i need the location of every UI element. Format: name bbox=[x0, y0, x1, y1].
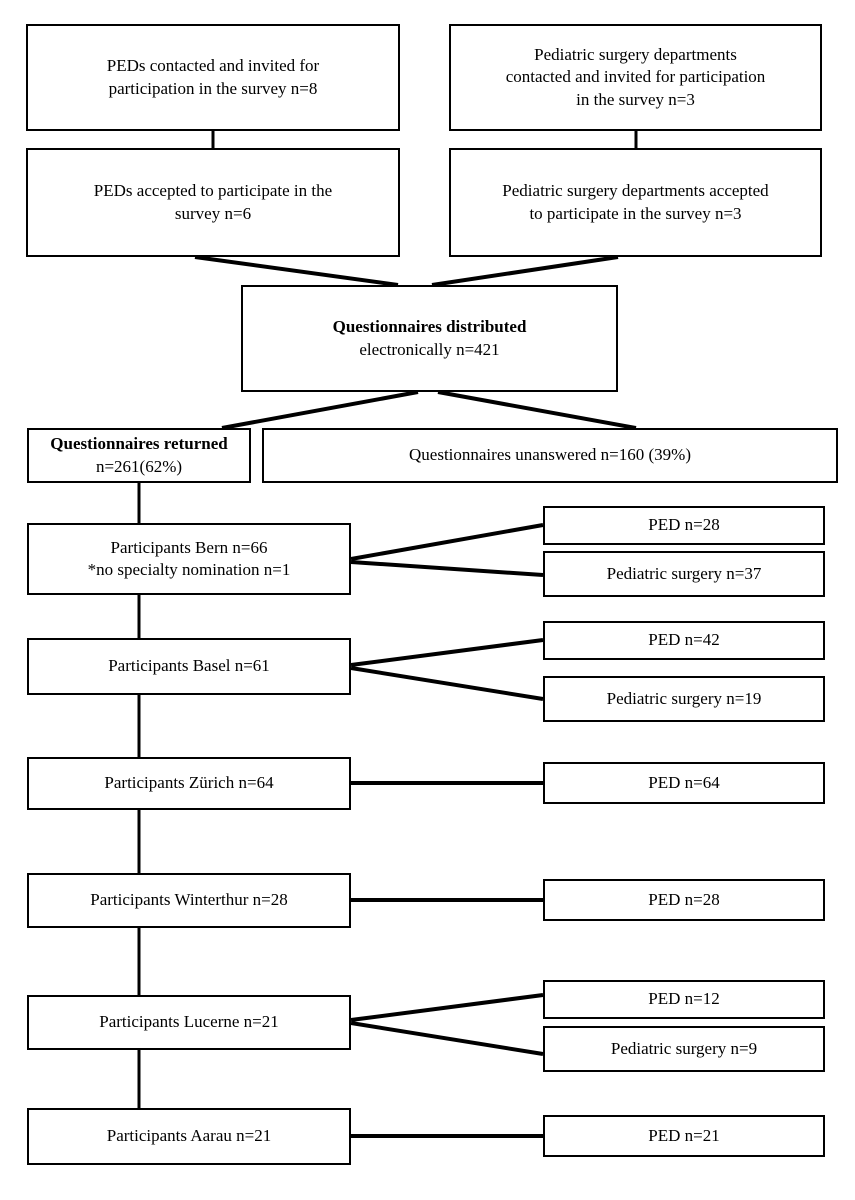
winterthur-ped-label: PED n=28 bbox=[648, 889, 720, 909]
node-ped-contacted[interactable]: PEDs contacted and invited for participa… bbox=[26, 24, 400, 131]
node-bern-surgery[interactable]: Pediatric surgery n=37 bbox=[543, 551, 825, 597]
node-surgery-contacted[interactable]: Pediatric surgery departments contacted … bbox=[449, 24, 822, 131]
distributed-subtitle: electronically n=421 bbox=[359, 339, 500, 359]
node-lucerne-ped[interactable]: PED n=12 bbox=[543, 980, 825, 1019]
node-surgery-accepted[interactable]: Pediatric surgery departments accepted t… bbox=[449, 148, 822, 257]
node-site-winterthur[interactable]: Participants Winterthur n=28 bbox=[27, 873, 351, 928]
site-winterthur-line1: Participants Winterthur n=28 bbox=[90, 890, 288, 910]
ped-contacted-line1: PEDs contacted and invited for bbox=[106, 56, 320, 76]
ped-accepted-line2: survey n=6 bbox=[174, 203, 252, 223]
node-site-basel[interactable]: Participants Basel n=61 bbox=[27, 638, 351, 695]
node-basel-ped[interactable]: PED n=42 bbox=[543, 621, 825, 660]
ped-accepted-line1: PEDs accepted to participate in the bbox=[93, 181, 333, 201]
node-basel-surgery[interactable]: Pediatric surgery n=19 bbox=[543, 676, 825, 722]
bern-ped-label: PED n=28 bbox=[648, 515, 720, 535]
node-winterthur-ped[interactable]: PED n=28 bbox=[543, 879, 825, 921]
node-site-lucerne[interactable]: Participants Lucerne n=21 bbox=[27, 995, 351, 1050]
node-questionnaires-distributed[interactable]: Questionnaires distributed electronicall… bbox=[241, 285, 618, 392]
node-aarau-ped[interactable]: PED n=21 bbox=[543, 1115, 825, 1157]
ped-contacted-line2: participation in the survey n=8 bbox=[108, 78, 318, 98]
basel-surgery-label: Pediatric surgery n=19 bbox=[606, 688, 762, 708]
node-zurich-ped[interactable]: PED n=64 bbox=[543, 762, 825, 804]
node-site-aarau[interactable]: Participants Aarau n=21 bbox=[27, 1108, 351, 1165]
lucerne-surgery-label: Pediatric surgery n=9 bbox=[610, 1038, 758, 1058]
site-zurich-line1: Participants Zürich n=64 bbox=[104, 773, 274, 793]
surgery-contacted-line2: contacted and invited for participation bbox=[505, 67, 766, 87]
surgery-contacted-line1: Pediatric surgery departments bbox=[534, 44, 737, 64]
node-ped-accepted[interactable]: PEDs accepted to participate in the surv… bbox=[26, 148, 400, 257]
aarau-ped-label: PED n=21 bbox=[648, 1125, 720, 1145]
site-bern-line1: Participants Bern n=66 bbox=[110, 537, 268, 557]
surgery-accepted-line1: Pediatric surgery departments accepted bbox=[502, 181, 769, 201]
bern-surgery-label: Pediatric surgery n=37 bbox=[606, 563, 762, 583]
lucerne-ped-label: PED n=12 bbox=[648, 989, 720, 1009]
site-bern-line2: *no specialty nomination n=1 bbox=[87, 560, 291, 579]
node-questionnaires-unanswered[interactable]: Questionnaires unanswered n=160 (39%) bbox=[262, 428, 838, 483]
distributed-title: Questionnaires distributed bbox=[332, 317, 527, 337]
surgery-contacted-line3: in the survey n=3 bbox=[576, 89, 695, 109]
site-basel-line1: Participants Basel n=61 bbox=[108, 656, 270, 676]
node-lucerne-surgery[interactable]: Pediatric surgery n=9 bbox=[543, 1026, 825, 1072]
unanswered-label: Questionnaires unanswered n=160 (39%) bbox=[409, 445, 691, 465]
node-site-bern[interactable]: Participants Bern n=66 *no specialty nom… bbox=[27, 523, 351, 595]
basel-ped-label: PED n=42 bbox=[648, 630, 720, 650]
node-questionnaires-returned[interactable]: Questionnaires returned n=261(62%) bbox=[27, 428, 251, 483]
node-site-zurich[interactable]: Participants Zürich n=64 bbox=[27, 757, 351, 810]
site-lucerne-line1: Participants Lucerne n=21 bbox=[99, 1012, 279, 1032]
zurich-ped-label: PED n=64 bbox=[648, 772, 720, 792]
node-bern-ped[interactable]: PED n=28 bbox=[543, 506, 825, 545]
returned-label: Questionnaires returned bbox=[50, 434, 228, 454]
site-aarau-line1: Participants Aarau n=21 bbox=[106, 1126, 272, 1146]
surgery-accepted-line2: to participate in the survey n=3 bbox=[529, 203, 742, 223]
returned-value: n=261(62%) bbox=[95, 456, 183, 476]
